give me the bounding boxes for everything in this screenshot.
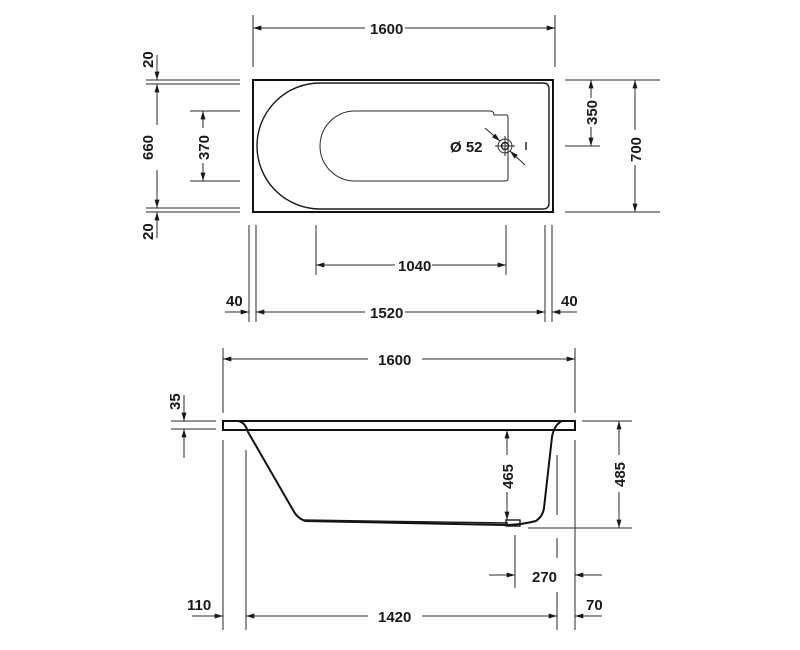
tub-body-profile — [237, 420, 563, 527]
drain-icon — [484, 127, 526, 166]
dim-overall-length-side: 1600 — [378, 352, 411, 369]
dim-drain-offset: 350 — [584, 100, 601, 125]
tub-outer-rim — [252, 79, 554, 213]
dim-floor-length: 1040 — [398, 258, 431, 275]
dim-inner-width: 660 — [140, 135, 157, 160]
drain-outlet — [505, 519, 521, 527]
dim-inner-length: 1520 — [370, 305, 403, 322]
tub-floor — [319, 110, 509, 182]
dim-rim-bottom: 20 — [140, 223, 157, 240]
dim-overall-width: 700 — [628, 137, 645, 162]
dim-drain-diameter: Ø 52 — [450, 139, 483, 156]
side-view: 1600 35 465 485 270 110 1 — [167, 348, 632, 630]
dim-base-length: 1420 — [378, 609, 411, 626]
dim-rim-top: 20 — [140, 51, 157, 68]
tub-rim-profile — [222, 420, 576, 431]
dim-inner-depth: 465 — [500, 464, 517, 489]
dim-overall-height: 485 — [612, 462, 629, 487]
top-view: Ø 52 1600 20 660 20 370 350 700 — [140, 15, 660, 322]
tub-floor-profile — [302, 519, 509, 524]
dim-left-offset: 110 — [187, 597, 211, 614]
dim-overall-length-top: 1600 — [370, 21, 403, 38]
dim-right-offset: 70 — [586, 597, 603, 614]
dim-rim-right: 40 — [561, 293, 578, 310]
dim-floor-width: 370 — [196, 135, 213, 160]
dim-drain-to-end: 270 — [532, 569, 557, 586]
dim-rim-left: 40 — [226, 293, 243, 310]
tub-inner-basin — [256, 82, 550, 210]
dim-rim-thickness: 35 — [167, 393, 184, 410]
